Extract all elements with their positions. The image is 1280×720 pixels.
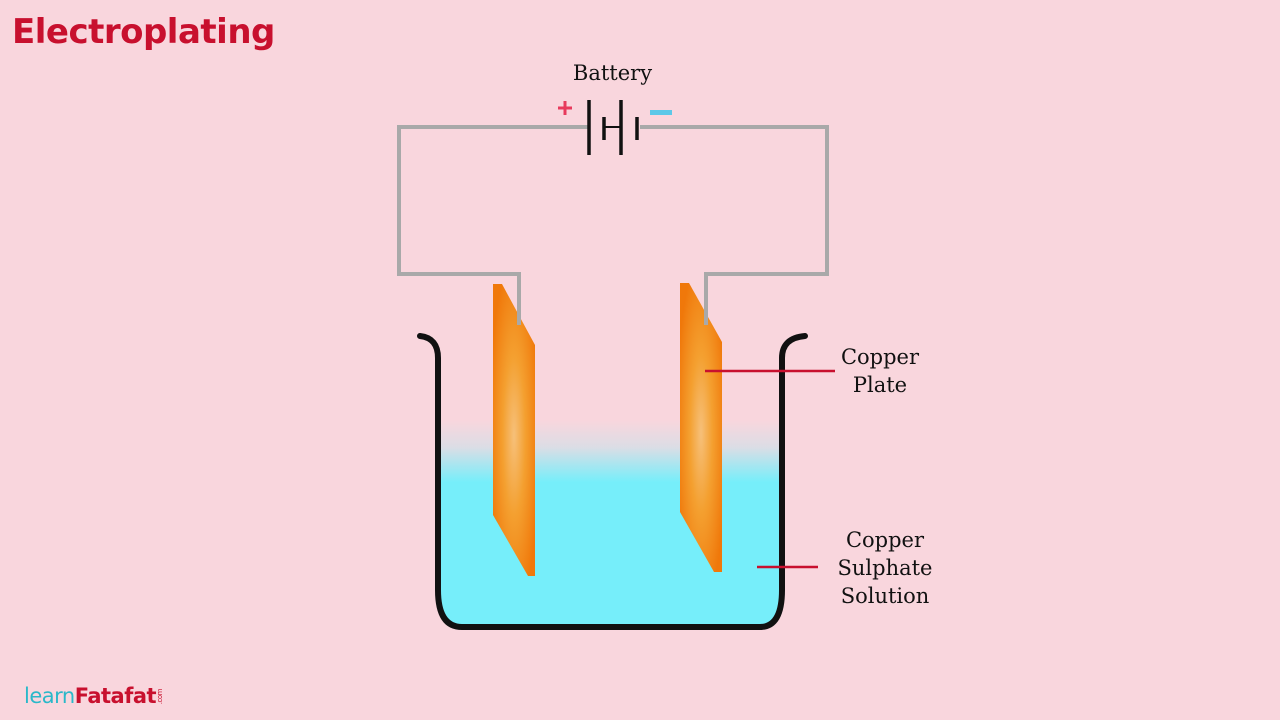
- battery-icon: [587, 100, 639, 155]
- copper-plate-right: [680, 283, 722, 572]
- wire-right: [640, 125, 829, 325]
- logo-com: .com: [156, 689, 165, 705]
- logo-learn: learn: [24, 684, 75, 708]
- copper-plate-label-line1: Copper: [840, 345, 920, 369]
- battery-label: Battery: [572, 61, 653, 85]
- logo-fatafat: Fatafat: [74, 684, 157, 708]
- logo: learnFatafat.com: [24, 684, 164, 708]
- minus-icon: [650, 110, 672, 115]
- solution-label: Copper Sulphate Solution: [830, 526, 940, 610]
- solution-label-line1: Copper: [845, 528, 925, 552]
- page-title: Electroplating: [12, 12, 275, 52]
- copper-sulphate-solution: [440, 420, 780, 627]
- copper-plate-label: Copper Plate: [830, 343, 930, 399]
- plus-icon: [558, 101, 572, 115]
- copper-plate-label-line2: Plate: [852, 373, 908, 397]
- beaker: [417, 333, 808, 630]
- solution-label-line3: Solution: [840, 584, 930, 608]
- copper-plate-left: [493, 284, 535, 576]
- solution-label-line2: Sulphate: [837, 556, 933, 580]
